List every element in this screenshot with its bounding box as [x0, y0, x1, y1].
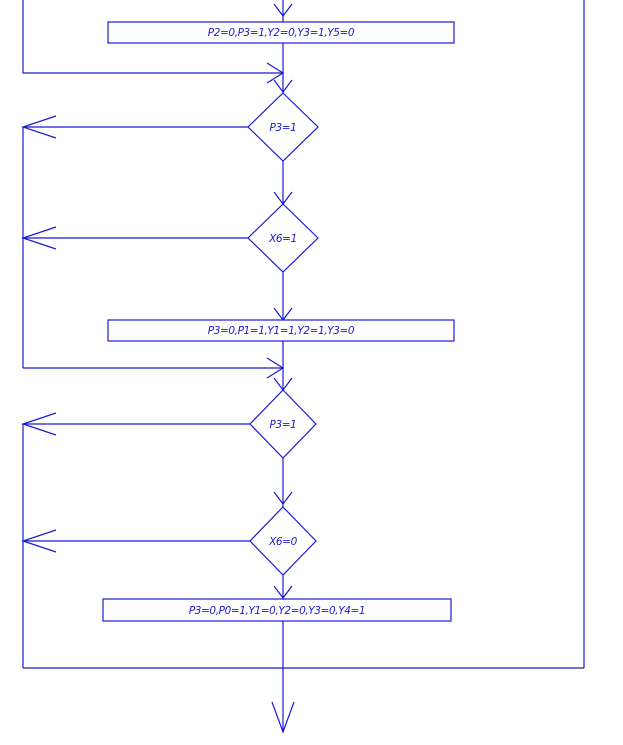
operation-box-1	[107, 21, 455, 44]
loop-back-line-1	[22, 0, 283, 74]
down-arrowhead-1	[273, 79, 293, 93]
decision-diamond-3	[249, 389, 317, 459]
decision-diamond-2	[247, 203, 319, 273]
decision-1-label: P3=1	[270, 122, 297, 134]
down-arrowhead-6	[273, 585, 293, 599]
operation-box-3-label: P3=0,P0=1,Y1=0,Y2=0,Y3=0,Y4=1	[189, 605, 365, 617]
operation-box-3	[102, 598, 452, 622]
operation-box-1-label: P2=0,P3=1,Y2=0,Y3=1,Y5=0	[208, 27, 355, 39]
decision-diamond-1	[247, 92, 319, 162]
down-arrowhead-5	[273, 491, 293, 505]
decision-4-label: X6=0	[268, 536, 297, 548]
operation-box-2	[107, 319, 455, 342]
merge-arrowhead-1	[266, 62, 285, 84]
merge-arrowhead-2	[266, 357, 285, 379]
top-arrowhead	[273, 3, 293, 17]
operation-box-2-label: P3=0,P1=1,Y1=1,Y2=1,Y3=0	[208, 325, 355, 337]
exit-arrowhead	[271, 701, 295, 734]
decision-diamond-4	[249, 506, 317, 576]
decision-2-label: X6=1	[268, 233, 297, 245]
decision-3-label: P3=1	[270, 419, 297, 431]
